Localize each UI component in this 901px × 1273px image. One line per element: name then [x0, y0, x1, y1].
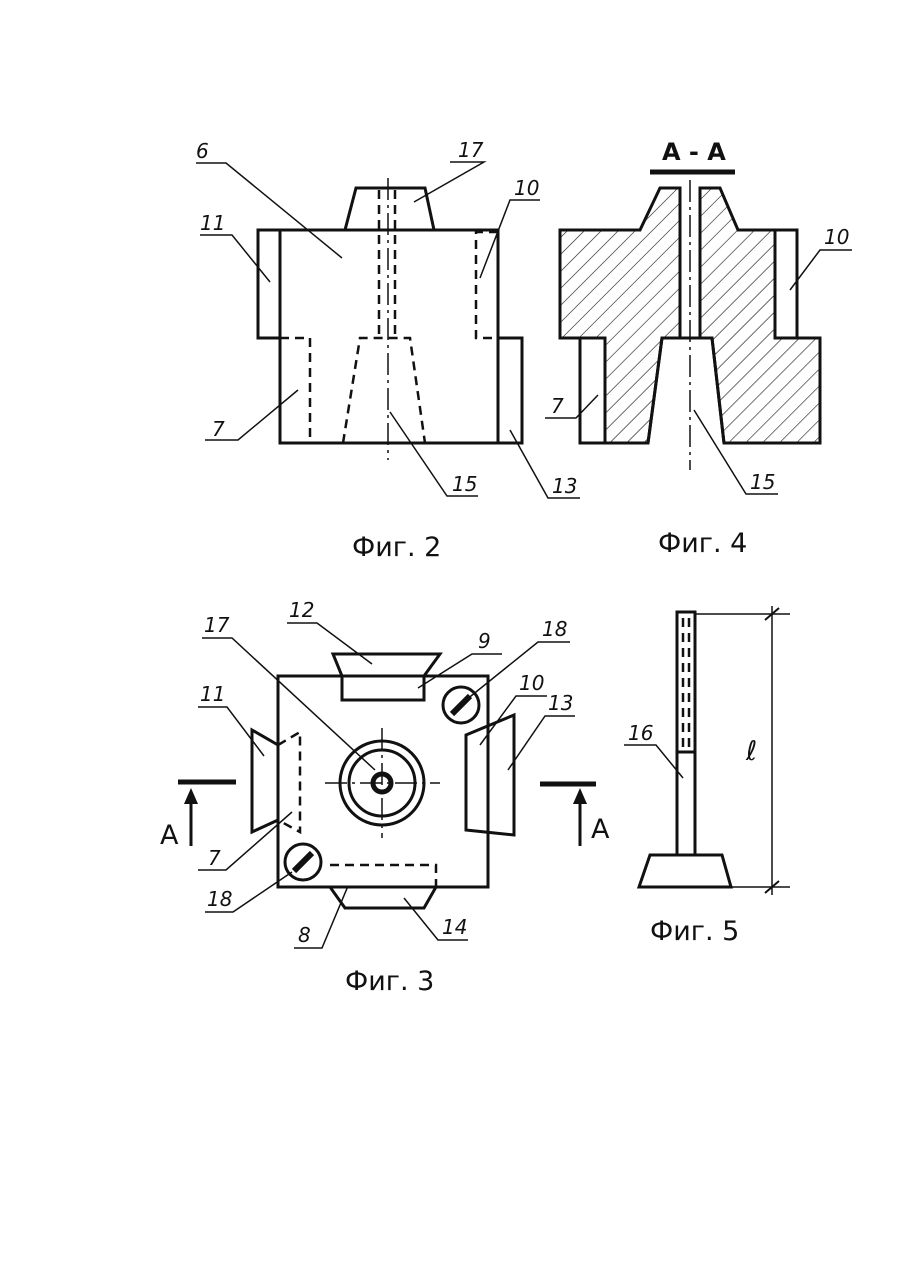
- fig2-label-6: 6: [196, 139, 209, 163]
- fig3-label-7: 7: [208, 846, 221, 870]
- figure-5: ℓ 16 Фиг. 5: [624, 606, 790, 947]
- fig4-step-7: [580, 338, 605, 443]
- fig2-label-11: 11: [200, 211, 225, 235]
- fig4-label-15: 15: [750, 470, 775, 494]
- fig4-section-title: А - А: [662, 138, 726, 166]
- fig3-label-10: 10: [519, 671, 544, 695]
- fig3-label-9: 9: [478, 629, 491, 653]
- fig3-leader-13: [508, 716, 575, 770]
- fig4-label-7: 7: [551, 394, 564, 418]
- fig2-body-outline: [258, 230, 522, 443]
- fig4-caption: Фиг. 4: [658, 528, 747, 559]
- fig4-leader-10: [790, 250, 852, 290]
- fig4-hatched-section-left: [560, 188, 680, 443]
- fig3-leader-17: [202, 638, 375, 770]
- fig2-caption: Фиг. 2: [352, 532, 441, 563]
- fig2-hidden-recess-7: [280, 338, 310, 443]
- fig3-label-8: 8: [298, 923, 311, 947]
- fig2-label-15: 15: [452, 472, 477, 496]
- fig2-hidden-cone-15: [343, 338, 425, 443]
- fig3-label-12: 12: [289, 598, 314, 622]
- fig3-label-17: 17: [204, 613, 230, 637]
- fig2-leader-10: [480, 200, 540, 278]
- fig2-hidden-recess-10: [476, 232, 498, 338]
- fig3-arrow-left-label: А: [160, 820, 179, 851]
- fig5-label-16: 16: [628, 721, 653, 745]
- fig3-screw-bottom-left: [285, 844, 321, 880]
- fig5-caption: Фиг. 5: [650, 916, 739, 947]
- fig3-hidden-wedge-7: [278, 732, 300, 832]
- fig2-top-boss: [345, 188, 434, 230]
- fig3-caption: Фиг. 3: [345, 966, 434, 997]
- fig2-label-17: 17: [458, 138, 484, 162]
- fig3-label-11: 11: [200, 682, 225, 706]
- fig2-label-10: 10: [514, 176, 539, 200]
- fig4-label-10: 10: [824, 225, 849, 249]
- fig3-label-18-top: 18: [542, 617, 567, 641]
- fig5-leader-16: [624, 745, 683, 778]
- fig3-section-arrow-right: А: [540, 784, 610, 846]
- fig5-base: [639, 855, 731, 887]
- fig2-label-13: 13: [552, 474, 577, 498]
- fig3-section-arrow-left: А: [160, 782, 236, 851]
- fig3-label-14: 14: [442, 915, 467, 939]
- figure-3: А А 17 12 9 18 11 10 13 7 18 8 14 Фиг. 3: [160, 598, 610, 997]
- fig3-screw-top-right: [443, 687, 479, 723]
- figure-4: А - А 10 7 15 Фиг. 4: [545, 138, 852, 559]
- fig3-label-18-bottom: 18: [207, 887, 232, 911]
- fig2-label-7: 7: [212, 417, 225, 441]
- fig5-dim-label: ℓ: [745, 736, 757, 767]
- fig4-cone-15: [648, 338, 724, 443]
- fig3-hidden-wedge-8: [330, 865, 436, 887]
- fig3-arrow-right-label: А: [591, 814, 610, 845]
- fig3-wedge-13: [466, 715, 514, 835]
- fig3-leader-12: [287, 623, 372, 664]
- fig4-hatched-section-right: [700, 188, 820, 443]
- figure-2: 6 17 11 10 7 15 13 Фиг. 2: [196, 138, 580, 563]
- fig5-rod: [677, 612, 695, 855]
- fig3-label-13: 13: [548, 691, 573, 715]
- fig2-leader-17: [414, 162, 484, 202]
